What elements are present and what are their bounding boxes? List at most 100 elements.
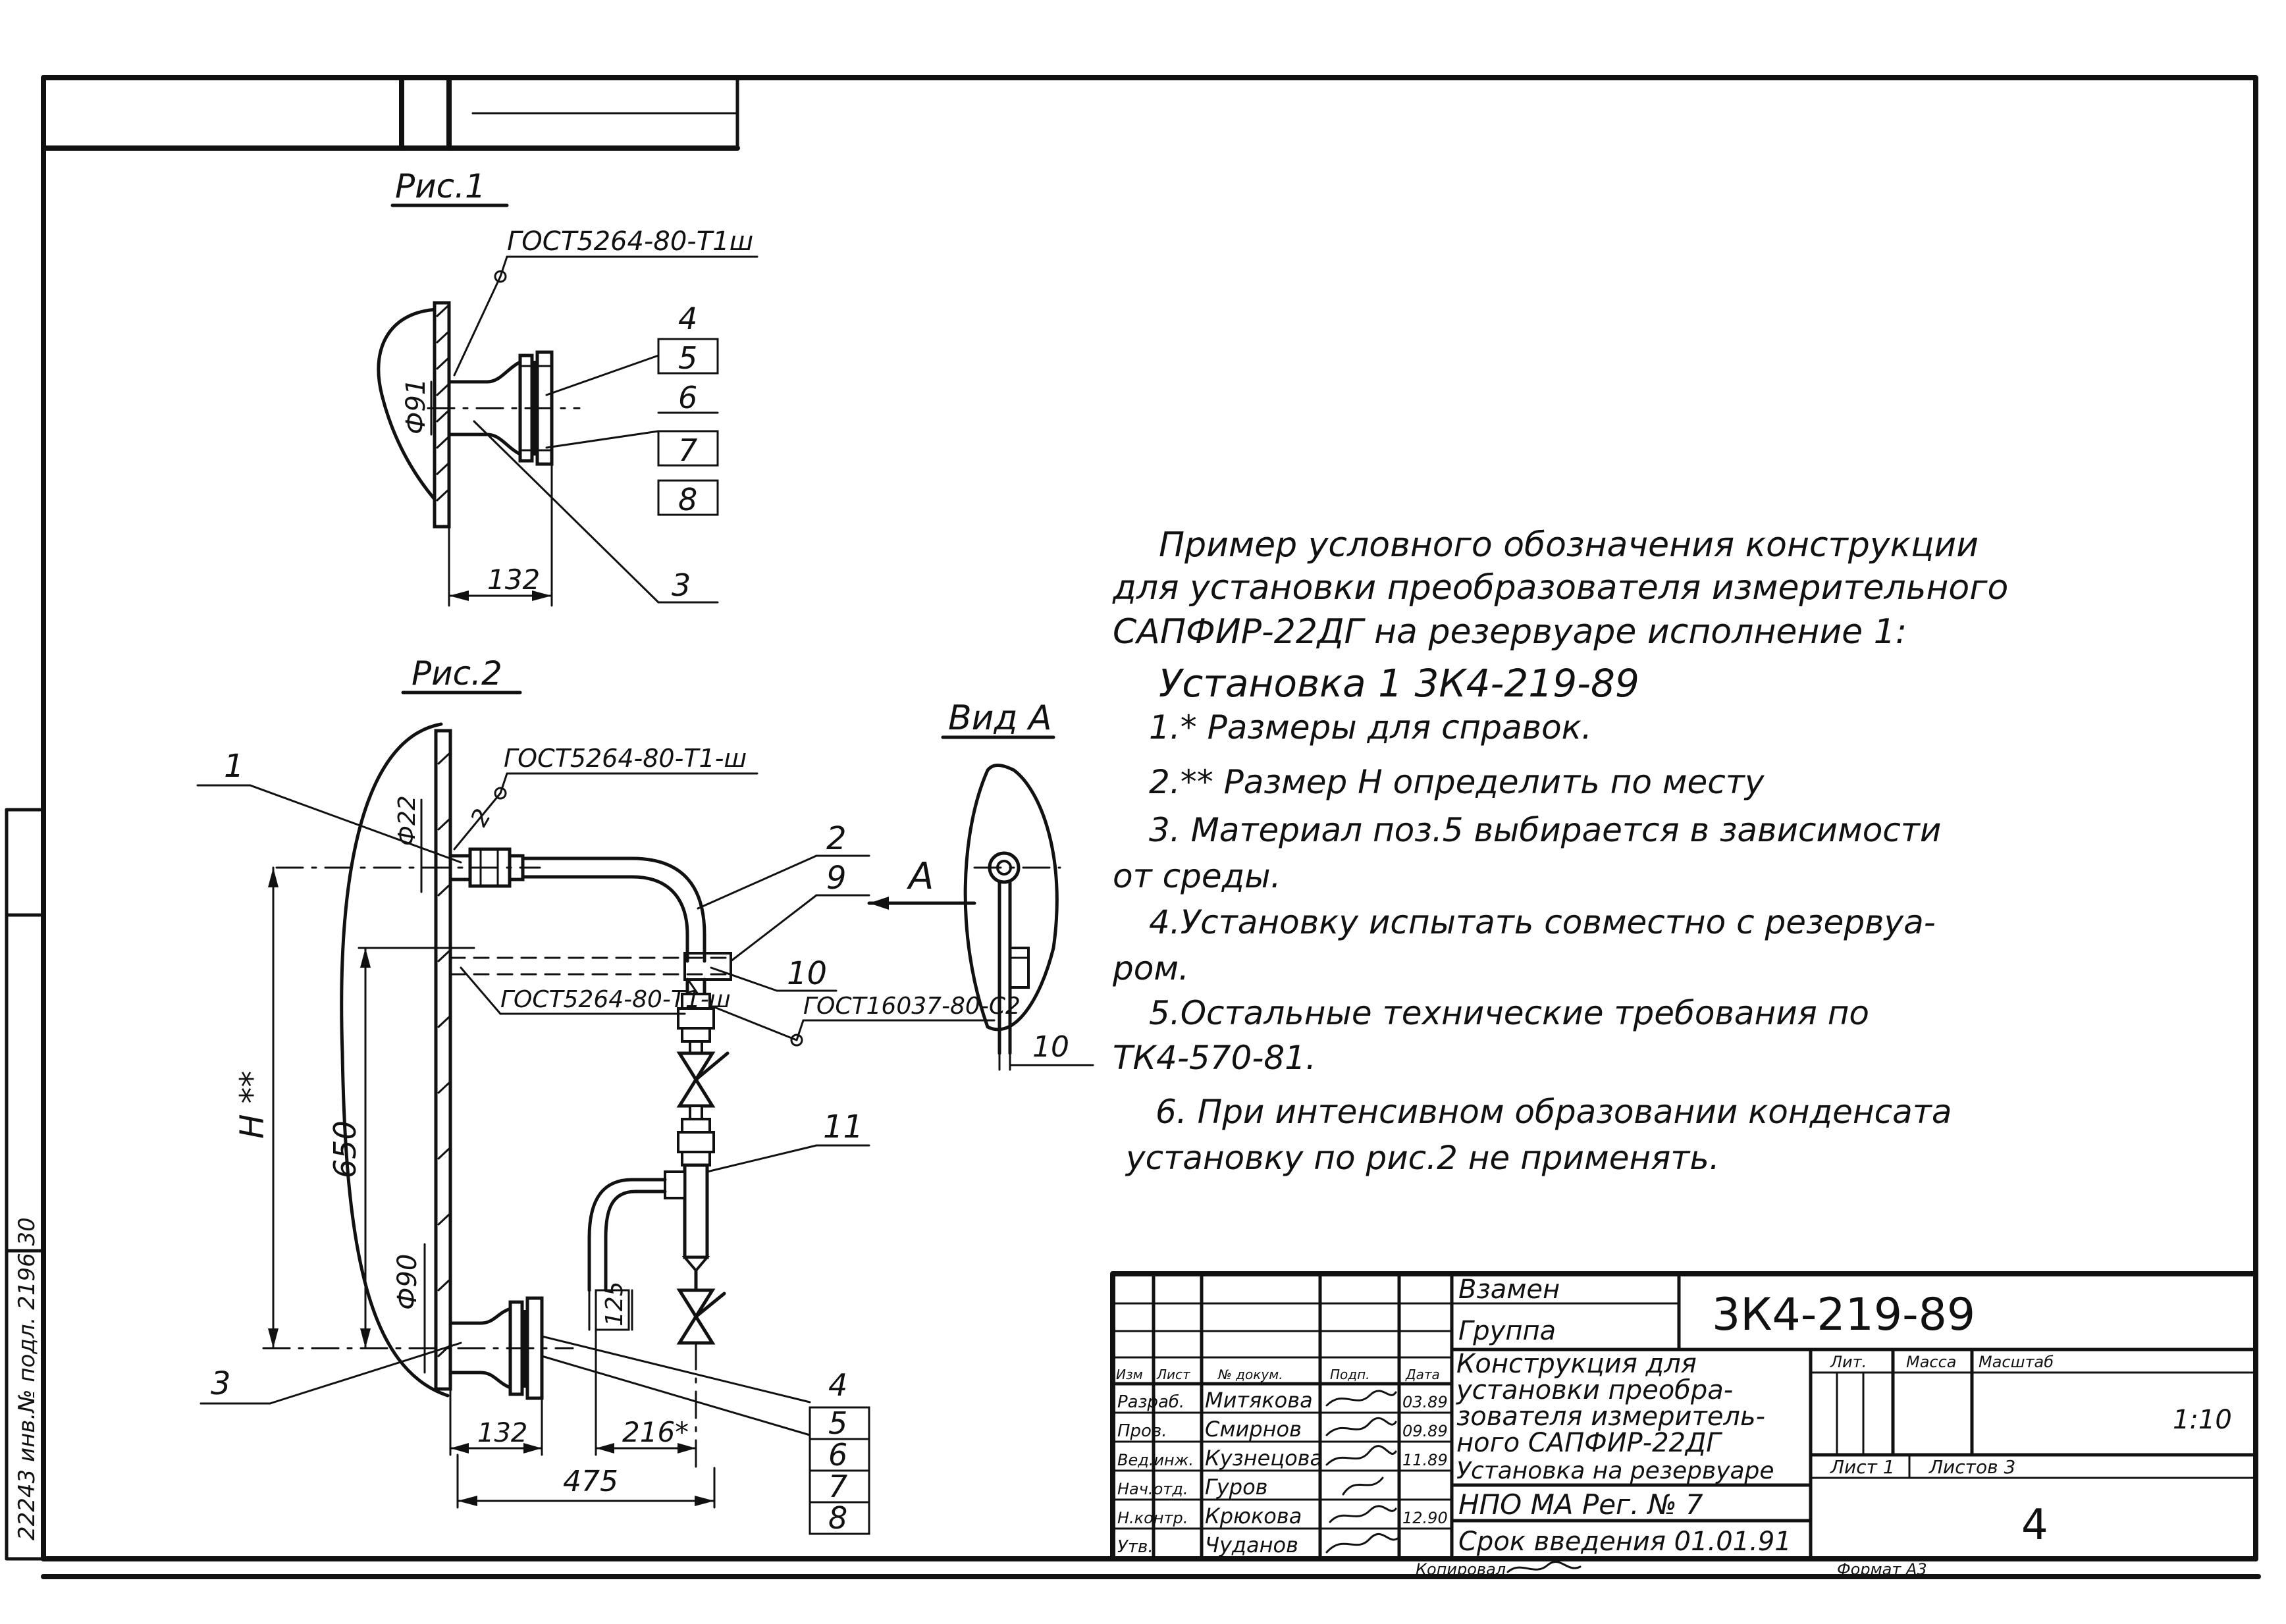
- fig2-callout-6: 6: [828, 1437, 847, 1473]
- note-item-4: 4.Установку испытать совместно с резерву…: [1149, 903, 1936, 941]
- fig2-callout-11: 11: [823, 1109, 863, 1145]
- fig2-weld-label-top: ГОСТ5264-80-Т1-ш: [504, 744, 747, 773]
- tb-hdr-docno: № докум.: [1217, 1367, 1283, 1382]
- impulse-tube-upper: [521, 856, 706, 963]
- tb-staff-name-5: Крюкова: [1205, 1504, 1302, 1529]
- fig2-callout-7: 7: [828, 1469, 847, 1504]
- note-intro-3: САПФИР-22ДГ на резервуаре исполнение 1:: [1113, 612, 1907, 652]
- fig2-dim-475: 475: [563, 1465, 618, 1498]
- tb-hdr-date: Дата: [1405, 1367, 1440, 1382]
- fig1-callout-7: 7: [678, 432, 697, 468]
- margin-note: 22243 инв.№ подл. 2196 30: [14, 1217, 40, 1540]
- fig2-callout-8: 8: [828, 1500, 847, 1536]
- tb-sheet-info: Лист 1: [1830, 1456, 1895, 1478]
- tb-org: НПО МА Рег. № 7: [1458, 1488, 1703, 1521]
- fig2-callout-10: 10: [787, 955, 827, 992]
- tb-staff-date-1: 03.89: [1402, 1393, 1448, 1411]
- fig2-dim-216: 216*: [622, 1416, 689, 1448]
- note-designation: Установка 1 3К4-219-89: [1159, 661, 1639, 706]
- tb-staff-date-5: 12.90: [1402, 1509, 1448, 1527]
- tb-staff-name-3: Кузнецова: [1205, 1446, 1323, 1471]
- tb-staff-name-4: Гуров: [1205, 1475, 1268, 1500]
- view-a-title: Вид А: [948, 698, 1052, 738]
- tb-title-line-3: зователя измеритель-: [1456, 1401, 1765, 1432]
- fig1-callout-3: 3: [672, 567, 691, 603]
- note-item-5: 5.Остальные технические требования по: [1149, 994, 1869, 1032]
- tb-group: Группа: [1458, 1316, 1556, 1346]
- fig1-callout-4: 4: [678, 301, 697, 336]
- fig2-arrow-label: А: [907, 855, 934, 898]
- tb-title-line-2: установки преобра-: [1456, 1375, 1733, 1405]
- tb-hdr-scale: Масштаб: [1979, 1353, 2054, 1371]
- fig2-dim-132: 132: [477, 1418, 527, 1448]
- tb-staff-name-2: Смирнов: [1205, 1417, 1302, 1442]
- tank-wall-fig1: [433, 301, 451, 529]
- fig2-callout-9: 9: [826, 860, 847, 897]
- fig2-weld-label-valve: ГОСТ16037-80-С2: [803, 993, 1021, 1020]
- tb-hdr-sheet: Лист: [1156, 1367, 1191, 1382]
- technical-notes: Пример условного обозначения конструкции…: [1112, 525, 2008, 1177]
- note-intro-2: для установки преобразователя измеритель…: [1112, 568, 2008, 608]
- fig2-dim-125: 125: [601, 1281, 628, 1326]
- tb-staff-name-1: Митякова: [1205, 1388, 1313, 1413]
- fig2-dim-650: 650: [327, 1120, 363, 1178]
- figure-1: Рис.1 ГОСТ5264-80-Т1ш Ф91: [377, 167, 758, 607]
- note-item-4b: ром.: [1112, 949, 1189, 987]
- view-a-dim-10: 10: [1032, 1030, 1069, 1064]
- fig1-weld-label: ГОСТ5264-80-Т1ш: [507, 226, 753, 257]
- tb-page-number: 4: [2021, 1501, 2048, 1550]
- tb-copied: Копировал: [1416, 1560, 1506, 1579]
- tb-hdr-mass: Масса: [1906, 1353, 1957, 1371]
- fig2-callout-3: 3: [211, 1365, 231, 1402]
- fig1-dim-132: 132: [487, 563, 540, 596]
- tb-format: Формат А3: [1837, 1560, 1927, 1579]
- figure-2: Рис.2: [196, 654, 1021, 1536]
- note-item-3: 3. Материал поз.5 выбирается в зависимос…: [1149, 811, 1941, 849]
- fig2-callout-4: 4: [828, 1367, 847, 1403]
- tb-staff-name-6: Чуданов: [1205, 1532, 1298, 1558]
- fig2-title: Рис.2: [412, 654, 502, 693]
- condensate-vessel: [683, 1163, 709, 1259]
- tb-staff-role-4: Нач.отд.: [1117, 1480, 1188, 1498]
- tb-staff-role-2: Пров.: [1117, 1421, 1167, 1441]
- note-item-5b: ТК4-570-81.: [1113, 1039, 1316, 1077]
- shutoff-valve-lower: [676, 1288, 716, 1320]
- fig2-dia-bottom: Ф90: [392, 1254, 423, 1310]
- tb-scale-value: 1:10: [2173, 1405, 2232, 1435]
- support-bracket: [683, 952, 732, 981]
- fig1-callout-5: 5: [678, 340, 697, 376]
- fig1-title: Рис.1: [395, 167, 486, 205]
- note-intro-1: Пример условного обозначения конструкции: [1159, 525, 1979, 565]
- tb-effective: Срок введения 01.01.91: [1458, 1527, 1792, 1557]
- fig1-callout-8: 8: [678, 482, 697, 517]
- tb-title-line-1: Конструкция для: [1456, 1349, 1697, 1379]
- title-block: Взамен Группа 3К4-219-89 Конструкция для…: [1110, 1271, 2258, 1579]
- fig2-callout-2: 2: [826, 820, 847, 857]
- tb-staff-role-6: Утв.: [1117, 1537, 1154, 1557]
- note-item-6: 6. При интенсивном образовании конденсат…: [1156, 1093, 1952, 1131]
- fig2-weld-label-mid: ГОСТ5264-80-Т1-ш: [500, 986, 731, 1013]
- tb-hdr-sign: Подп.: [1330, 1367, 1370, 1382]
- tb-staff-role-5: Н.контр.: [1117, 1509, 1188, 1527]
- fig2-callout-5: 5: [828, 1405, 847, 1441]
- fig1-callout-6: 6: [678, 380, 697, 415]
- tb-sheets-total: Листов 3: [1928, 1456, 2015, 1478]
- tb-replaces: Взамен: [1458, 1274, 1560, 1305]
- fig2-weld-num: 2: [465, 804, 496, 831]
- view-a-bracket: [1009, 947, 1030, 989]
- note-item-6b: установку по рис.2 не применять.: [1125, 1139, 1720, 1177]
- tb-staff-date-3: 11.89: [1402, 1451, 1448, 1469]
- tb-hdr-change: Изм: [1116, 1367, 1143, 1382]
- tb-staff-role-3: Вед.инж.: [1117, 1451, 1194, 1469]
- fig2-dim-H: Н **: [233, 1071, 271, 1139]
- tb-title-line-4: ного САПФИР-22ДГ: [1456, 1428, 1722, 1458]
- fig2-callout-1: 1: [224, 748, 244, 785]
- view-a: Вид А 10: [941, 698, 1094, 1071]
- drain-tube: [587, 1178, 667, 1292]
- tb-hdr-lit: Лит.: [1830, 1353, 1867, 1371]
- fig2-dia-top: Ф22: [394, 795, 421, 846]
- shutoff-valve-upper: [676, 1051, 716, 1083]
- fig1-dia-label: Ф91: [401, 379, 431, 434]
- tb-staff-date-2: 09.89: [1402, 1422, 1448, 1440]
